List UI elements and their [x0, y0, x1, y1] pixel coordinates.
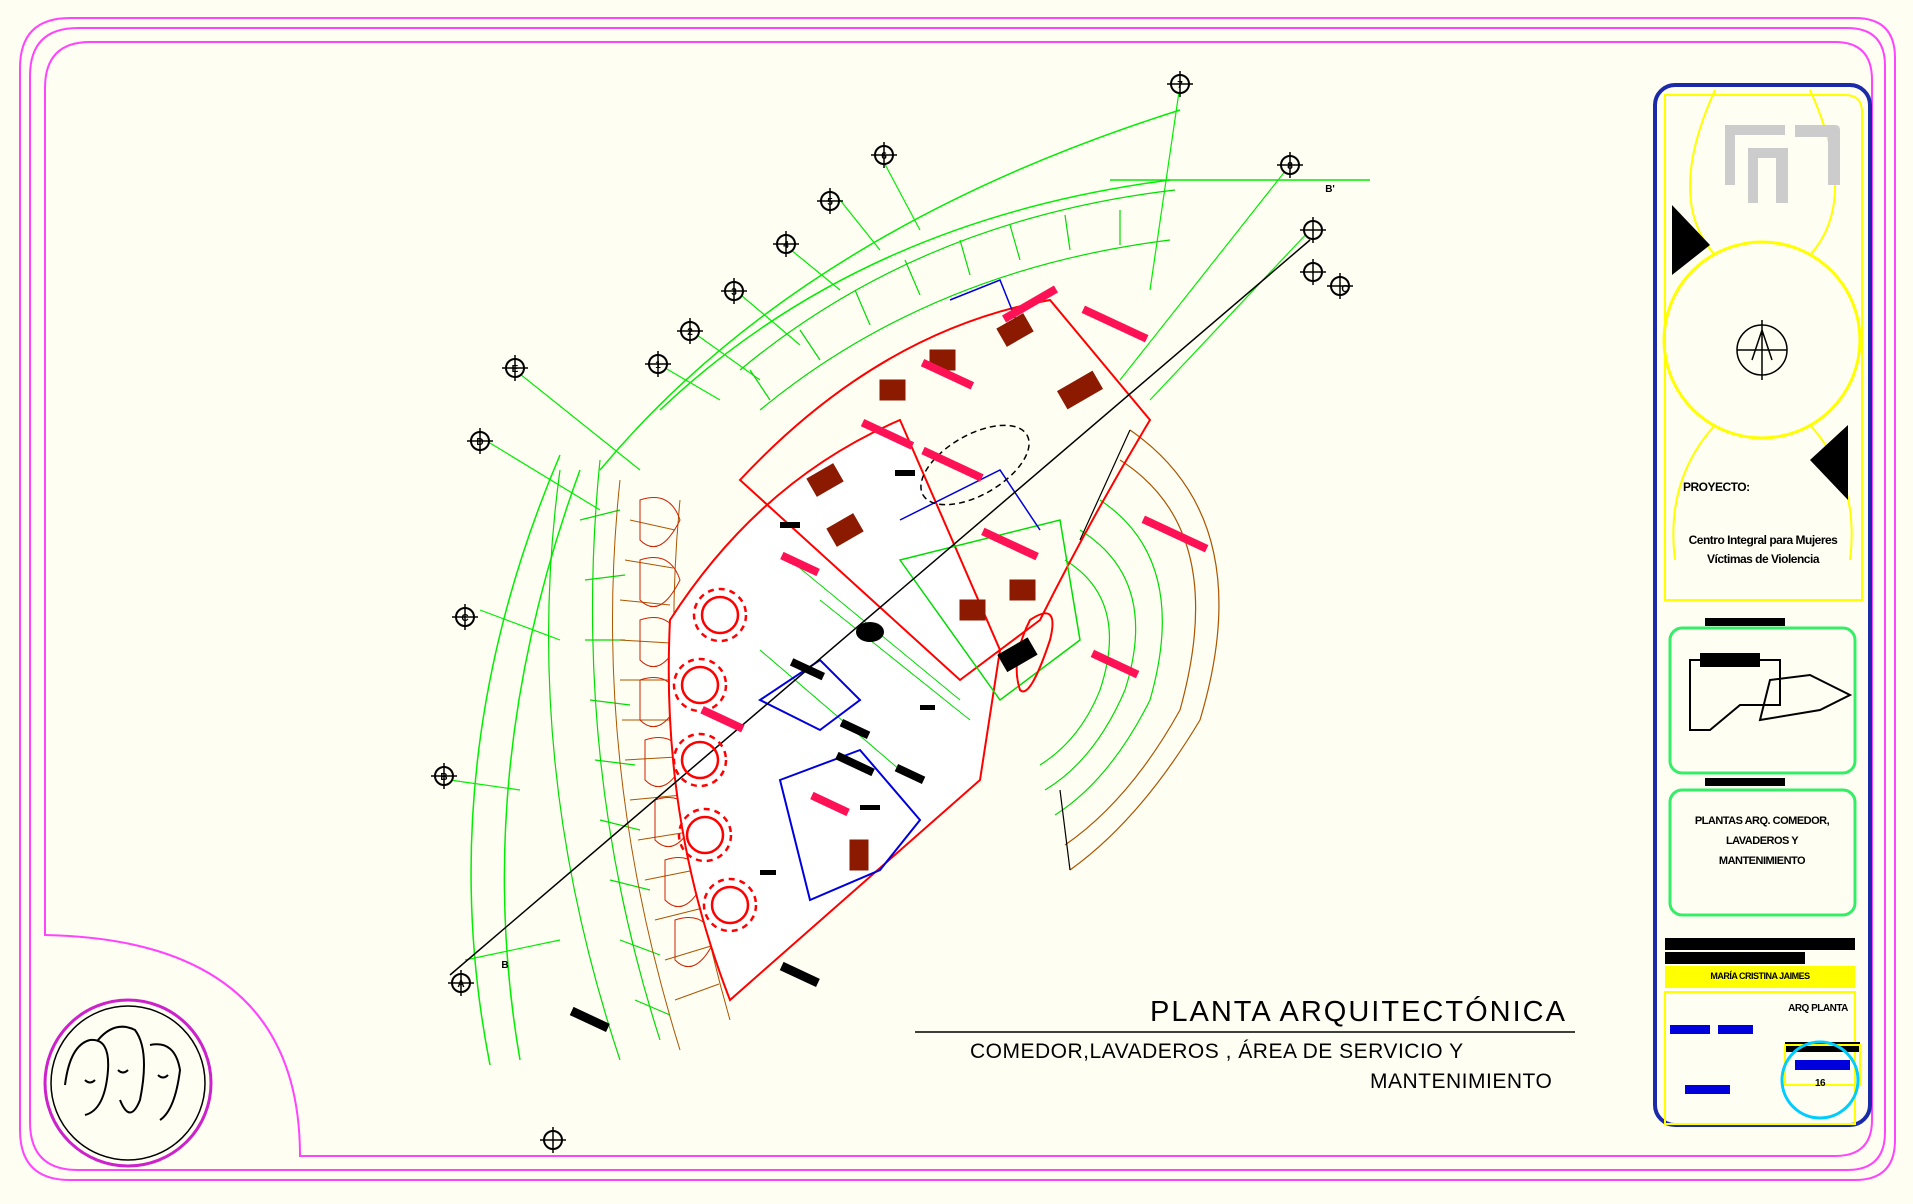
project-name-line1: Centro Integral para Mujeres [1688, 533, 1838, 547]
plan-name-line2: LAVADEROS Y [1725, 835, 1799, 847]
room-labels [700, 285, 1209, 817]
sheet-type: ARQ PLANTA [1788, 1003, 1848, 1014]
amphitheatre-band [1039, 429, 1220, 871]
fixtures [806, 313, 1104, 871]
building-outline [449, 239, 1311, 1002]
dining-tables [672, 587, 758, 933]
louver-band [547, 189, 1176, 1061]
title-block [1653, 83, 1872, 1127]
section-mark-c: C [1341, 284, 1348, 295]
bubble-ticks [431, 71, 1353, 1153]
section-mark-a: B [501, 960, 508, 971]
text-labels [569, 470, 1038, 1032]
logo-seal [43, 998, 213, 1168]
sheet-number: 16 [1814, 1078, 1826, 1089]
section-mark-b: B' [1325, 184, 1335, 195]
drawing-subtitle-line2: MANTENIMIENTO [1370, 1070, 1553, 1093]
project-label: PROYECTO: [1683, 480, 1750, 494]
drawing-subtitle-line1: COMEDOR,LAVADEROS , ÁREA DE SERVICIO Y [970, 1040, 1464, 1063]
author-name: MARÍA CRISTINA JAIMES [1710, 971, 1810, 981]
plan-name-line1: PLANTAS ARQ. COMEDOR, [1694, 815, 1830, 827]
drawing-title: PLANTA ARQUITECTÓNICA [1150, 996, 1567, 1028]
sheet-border [19, 17, 1896, 1181]
project-name-line2: Víctimas de Violencia [1706, 552, 1820, 566]
plan-name-line3: MANTENIMIENTO [1718, 855, 1806, 867]
dimension-arcs [470, 109, 1370, 1066]
